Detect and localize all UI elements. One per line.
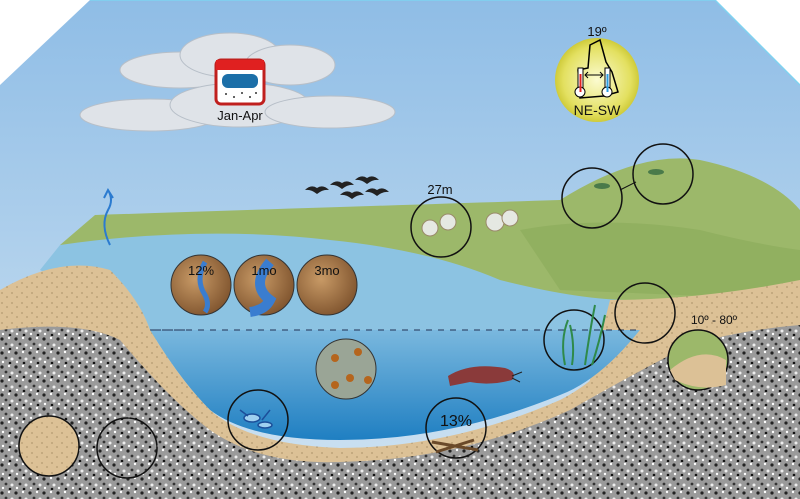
temperature-label: 19º: [587, 24, 606, 39]
macroinvertebrate-icon: [239, 409, 273, 429]
aquatic-plant-icon: [562, 304, 606, 366]
riparian-width-label: 27m: [427, 182, 452, 197]
deep-water: [150, 330, 640, 440]
gravel-substrate-circle: [96, 417, 158, 479]
tree-icon: [594, 169, 664, 189]
left-sand-bank: [0, 265, 150, 330]
bat-flock-icon: [305, 176, 389, 199]
plankton-circle: [315, 338, 377, 400]
connectivity-circle-1: [561, 167, 623, 229]
svg-text:12%: 12%: [188, 263, 214, 278]
climate-badge: [555, 38, 639, 122]
woody-debris-circle: [425, 397, 487, 459]
aquatic-plants-circle: [543, 309, 605, 371]
calendar-rain-icon: [214, 58, 266, 106]
macroinvertebrate-circle: [227, 389, 289, 451]
woody-debris-label: 13%: [440, 413, 472, 430]
connectivity-circle-2: [632, 143, 694, 205]
flow-circle-12pct: 12%: [170, 254, 232, 316]
thermometer-icon: [574, 67, 613, 98]
woody-debris-icon: [431, 438, 479, 454]
season-label: Jan-Apr: [217, 108, 263, 123]
riparian-vegetation-circle: [410, 196, 472, 258]
flow-circle-1mo: 1mo: [233, 254, 295, 317]
evaporation-arrow-icon: [103, 187, 114, 246]
tree-icon: [421, 209, 519, 237]
sand-substrate-circle: [18, 415, 80, 477]
gradient-label: NE-SW: [574, 102, 621, 118]
gravel-substrate: [0, 325, 800, 499]
flow-circle-3mo: 3mo: [296, 254, 358, 316]
svg-text:3mo: 3mo: [314, 263, 339, 278]
svg-text:1mo: 1mo: [251, 263, 276, 278]
bank-slope-label: 10º - 80º: [691, 313, 738, 327]
bank-erosion-circle: [614, 282, 676, 344]
catfish-icon: [448, 366, 523, 386]
